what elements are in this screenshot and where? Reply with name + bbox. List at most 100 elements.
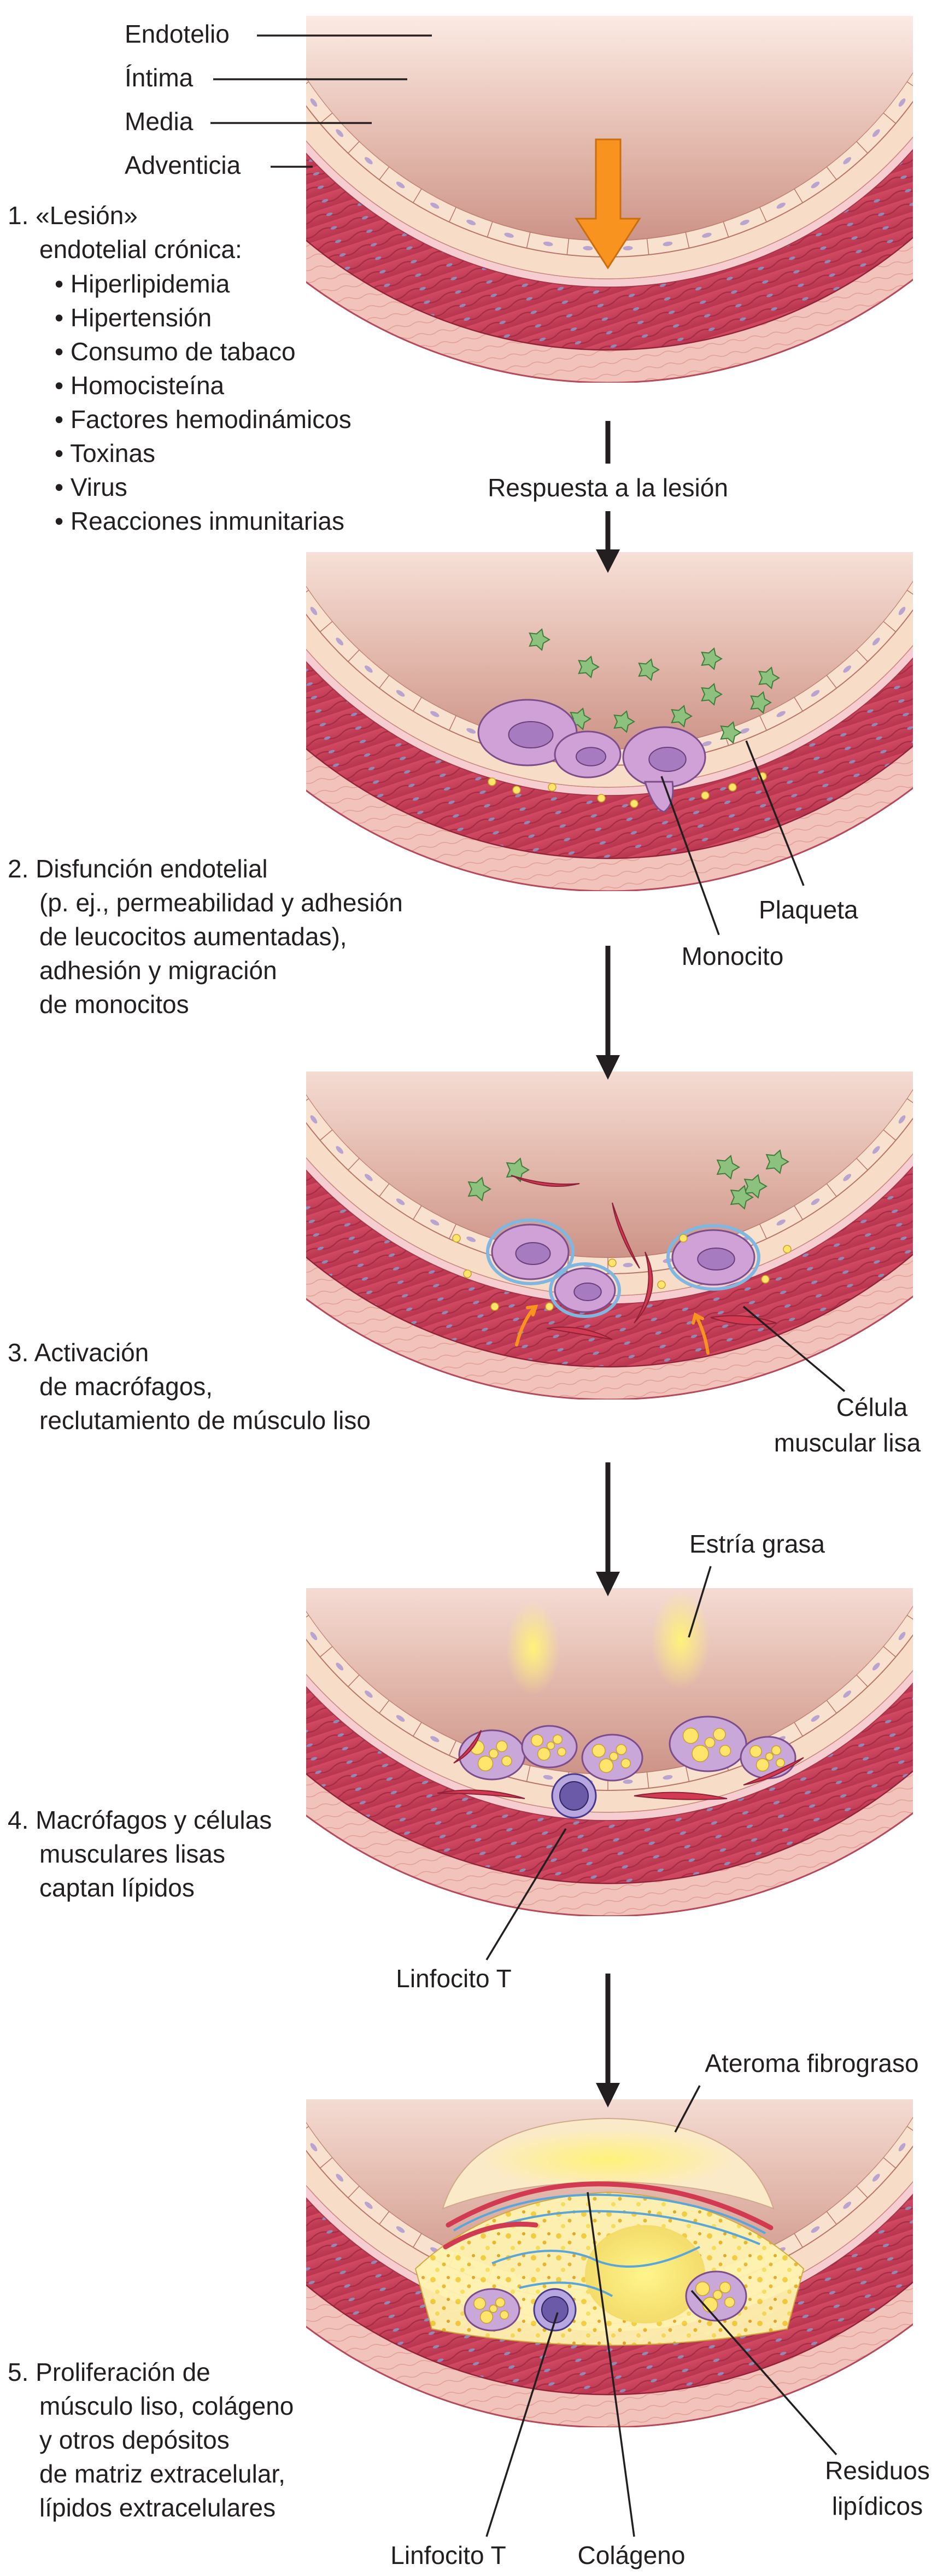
endothelial-nucleus <box>939 2073 943 2084</box>
cause-label: Reacciones inmunitarias <box>71 507 344 535</box>
endothelial-nucleus <box>543 1775 553 1780</box>
endothelial-cell-border <box>348 649 360 662</box>
stage3-line: 3. Activación <box>8 1338 149 1367</box>
stage5-line: 5. Proliferación de <box>8 2358 210 2386</box>
endothelial-nucleus <box>872 637 880 646</box>
flow-arrow-2 <box>596 946 620 1080</box>
endothelial-cell-border <box>274 1065 289 1073</box>
lipid-droplet <box>724 2297 735 2308</box>
collagen-fiber <box>491 2246 700 2268</box>
lipid-droplet <box>616 1744 627 1755</box>
endothelial-cell-border <box>319 112 333 124</box>
endothelial-nucleus <box>663 1775 673 1780</box>
lipid-droplet <box>591 1743 606 1758</box>
leader-fatty-streak <box>688 1566 712 1638</box>
platelet-icon <box>716 1155 740 1180</box>
endothelial-nucleus <box>843 1690 851 1698</box>
endothelial-nucleus <box>663 241 673 247</box>
endothelial-nucleus <box>543 241 553 247</box>
endothelial-cell-border <box>413 2233 422 2248</box>
endothelial-cell-border <box>257 2057 272 2063</box>
label-t-cell-stage5: Linfocito T <box>390 2541 506 2569</box>
cause-label: Toxinas <box>70 439 155 467</box>
label-collagen: Colágeno <box>578 2541 686 2569</box>
endothelial-nucleus <box>872 1662 880 1671</box>
endothelial-nucleus <box>287 64 296 75</box>
stage3-line: de macrófagos, <box>39 1372 213 1401</box>
label-media: Media <box>125 107 194 136</box>
smooth-muscle-cell <box>612 1202 640 1269</box>
endothelial-nucleus <box>811 182 820 189</box>
cause-item: • Homocisteína <box>55 371 225 400</box>
endothelial-cell-border <box>413 1722 422 1737</box>
endothelial-cell-border <box>826 675 837 689</box>
lumen <box>306 1588 913 1774</box>
endothelial-cell-border <box>646 1772 649 1789</box>
smooth-muscle-cell <box>511 1175 580 1187</box>
endothelial-nucleus <box>939 28 943 39</box>
flow-arrow-1: Respuesta a la lesión <box>488 421 728 573</box>
endothelial-nucleus <box>843 157 851 165</box>
leader-debris <box>690 2290 837 2456</box>
endothelial-cell-border <box>306 1098 309 1101</box>
endothelial-cell-border <box>685 1765 690 1782</box>
platelet-icon <box>720 721 742 744</box>
cause-item: • Virus <box>55 473 127 501</box>
endothelial-nucleus <box>310 98 318 107</box>
endothelial-cell-border <box>449 1223 457 1239</box>
stage5-line: y otros depósitos <box>39 2426 230 2454</box>
platelet-icon <box>671 705 693 728</box>
endothelial-nucleus <box>365 1174 373 1181</box>
stage1-title-line1: 1. «Lesión» <box>8 201 138 230</box>
necrotic-core <box>585 2225 705 2323</box>
cause-item: • Reacciones inmunitarias <box>55 507 344 535</box>
endothelial-cell-border <box>413 696 422 712</box>
lipid-droplet <box>761 1275 770 1284</box>
endothelial-cell-border <box>826 2211 837 2225</box>
endothelial-cell-border <box>927 557 942 564</box>
endothelial-cell-border <box>348 1675 360 1687</box>
causes-list: • Hiperlipidemia • Hipertensión • Consum… <box>55 270 352 535</box>
endothelial-cell-border <box>257 1029 272 1035</box>
collagen-fiber <box>453 2193 766 2234</box>
lipid-droplet <box>512 786 521 794</box>
stage3-cells <box>452 1149 792 1355</box>
smooth-muscle-cell <box>634 1251 653 1324</box>
endothelial-nucleus <box>939 537 943 548</box>
endothelial-nucleus <box>268 2073 277 2084</box>
label-smooth-muscle-line1: Célula <box>836 1393 908 1421</box>
endothelial-cell-border <box>413 1205 422 1220</box>
endothelial-nucleus <box>504 232 514 238</box>
cause-label: Virus <box>71 473 127 501</box>
stage-3: 3. Activación de macrófagos, reclutamien… <box>8 1149 921 1457</box>
lipid-droplet <box>537 1747 551 1761</box>
endothelial-nucleus <box>396 1198 405 1205</box>
endothelial-nucleus <box>466 219 476 225</box>
endothelial-cell-border <box>306 81 309 84</box>
endothelial-cell-border <box>379 675 390 689</box>
endothelial-cell-border <box>927 2093 942 2100</box>
lipid-droplet <box>728 783 737 792</box>
endothelial-nucleus <box>268 537 277 548</box>
endothelial-cell-border <box>274 48 289 56</box>
endothelial-nucleus <box>336 1662 344 1671</box>
endothelial-nucleus <box>776 711 786 717</box>
platelet-icon <box>467 1176 491 1202</box>
platelet-icon <box>613 710 635 733</box>
endothelial-nucleus <box>336 2174 344 2182</box>
endothelial-cell-border <box>566 238 570 255</box>
endothelial-nucleus <box>898 2143 906 2152</box>
stage2-line: 2. Disfunción endotelial <box>8 854 268 883</box>
lumen <box>306 1072 913 1257</box>
endothelial-cell-border <box>348 1158 360 1170</box>
endothelial-cell-border <box>856 2186 868 2198</box>
endothelial-nucleus <box>843 665 851 673</box>
endothelial-cell-border <box>257 13 272 19</box>
endothelial-cell-border <box>306 2126 309 2129</box>
endothelial-cell-border <box>319 2157 333 2169</box>
endothelial-cell-border <box>646 238 649 255</box>
lipid-droplet <box>452 1234 461 1243</box>
lipid-droplet <box>609 1752 619 1761</box>
endothelial-nucleus <box>811 1715 820 1722</box>
lipid-droplet <box>597 794 606 803</box>
